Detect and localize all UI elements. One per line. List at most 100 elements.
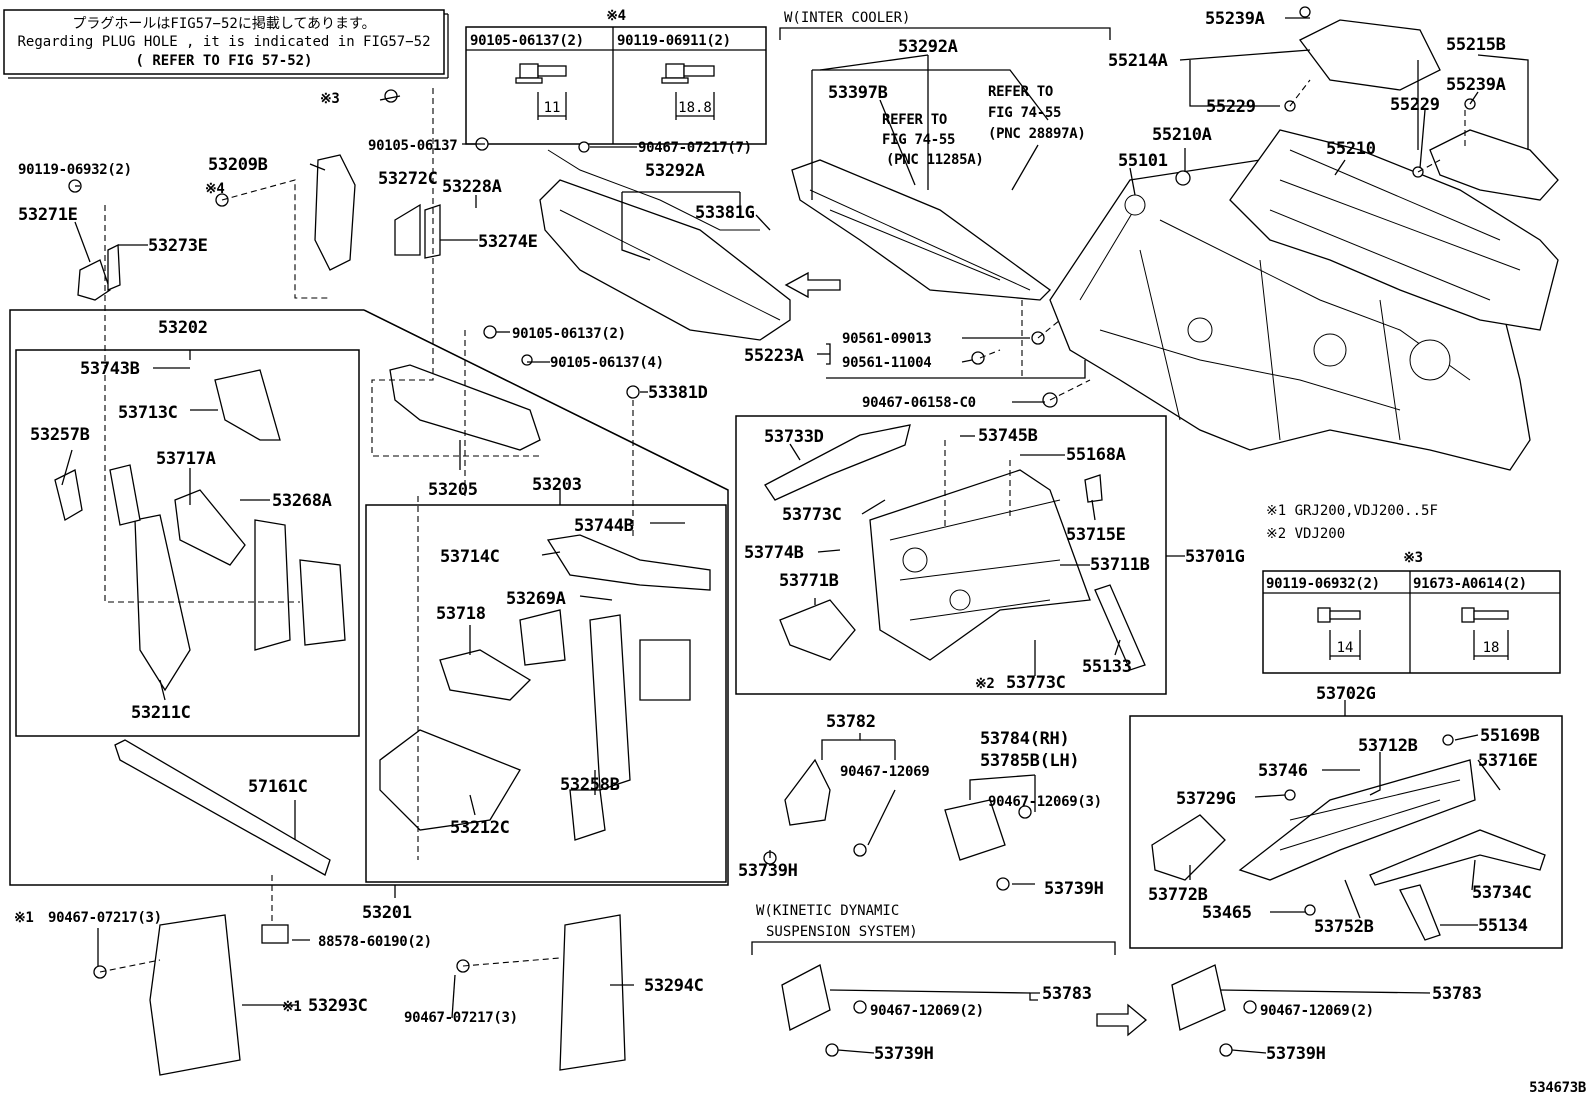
- part-label: 53718: [436, 604, 486, 624]
- part-label: 53202: [158, 318, 208, 338]
- refer-a-2: FIG 74-55: [882, 132, 955, 148]
- part-label: 53711B: [1090, 555, 1150, 575]
- part-label: 90561-11004: [842, 355, 931, 371]
- shield-53783-a: [781, 964, 831, 1031]
- part-label: 53715E: [1066, 525, 1126, 545]
- part-label: 53292A: [898, 37, 958, 57]
- note-marks: ※3 ※4 ※1 ※1 ※2: [14, 91, 995, 1015]
- part-label: 53211C: [131, 703, 191, 723]
- panel-55214A: [1299, 19, 1441, 91]
- bracket-53771B: [779, 599, 856, 661]
- part-label: 53201: [362, 903, 412, 923]
- part-label: 90105-06137: [368, 138, 457, 154]
- part-label: 90467-12069(2): [1260, 1003, 1374, 1019]
- part-label: 53397B: [828, 83, 888, 103]
- refer-b-2: FIG 74-55: [988, 105, 1061, 121]
- bracket-53273E: [107, 243, 121, 291]
- part-label: 55134: [1478, 916, 1528, 936]
- part-label: 53739H: [1044, 879, 1104, 899]
- part-label: 53743B: [80, 359, 140, 379]
- part-label: 53712B: [1358, 736, 1418, 756]
- assembly-frames: [9, 27, 1563, 955]
- rail-53734C: [1369, 829, 1546, 886]
- shield-53785B: [944, 799, 1006, 861]
- section-intercooler: W(INTER COOLER): [784, 10, 910, 26]
- part-label: 55210A: [1152, 125, 1212, 145]
- direction-arrow-icon: [784, 271, 841, 299]
- part-label: 90467-07217(3): [404, 1010, 518, 1026]
- rail-53733D: [764, 424, 911, 501]
- part-label: 53228A: [442, 177, 502, 197]
- part-label: 53784(RH): [980, 729, 1069, 749]
- part-label: 53465: [1202, 903, 1252, 923]
- footnote-1: ※1 GRJ200,VDJ200..5F: [1266, 503, 1438, 519]
- refer-a-3: (PNC 11285A): [886, 152, 984, 168]
- box3-left-part: 90119-06932(2): [1266, 576, 1380, 592]
- box3-mark: ※3: [1403, 550, 1423, 566]
- fastener-box-4: ※4 90105-06137(2) 90119-06911(2) 11 18.8: [465, 8, 767, 145]
- guide-lines: [99, 79, 1466, 973]
- part-label: 53739H: [738, 861, 798, 881]
- bracket-53772B: [1151, 814, 1226, 881]
- fastener-box-3: ※3 90119-06932(2) 91673-A0614(2) 14 18: [1262, 550, 1561, 674]
- mark-3: ※3: [320, 91, 340, 107]
- part-label: 53713C: [118, 403, 178, 423]
- part-label: 53729G: [1176, 789, 1236, 809]
- box3-dim-left: 14: [1337, 640, 1354, 656]
- mark-4: ※4: [205, 181, 225, 197]
- apron-53713C: [214, 369, 281, 441]
- box3-dim-right: 18: [1483, 640, 1500, 656]
- bolt-icon: 18: [1461, 607, 1509, 660]
- panel-53258B: [589, 614, 631, 791]
- shield-53293C: [149, 914, 241, 1076]
- part-label: 53739H: [1266, 1044, 1326, 1064]
- part-label: 53257B: [30, 425, 90, 445]
- part-label: 55229: [1390, 95, 1440, 115]
- part-label: 53782: [826, 712, 876, 732]
- part-label: 90467-12069: [840, 764, 929, 780]
- part-label: 53294C: [644, 976, 704, 996]
- part-shapes: [54, 6, 1559, 1076]
- figure-id: 534673B: [1529, 1080, 1586, 1096]
- footnote-2: ※2 VDJ200: [1266, 526, 1345, 542]
- hood-seal-53381G: [539, 179, 791, 341]
- leader-lines: [61, 17, 1529, 1054]
- apron-53718: [439, 649, 532, 701]
- part-label: 90105-06137(2): [512, 326, 626, 342]
- part-label: 90467-12069(3): [988, 794, 1102, 810]
- part-label: 53783: [1042, 984, 1092, 1004]
- part-label: 53258B: [560, 775, 620, 795]
- box3-right-part: 91673-A0614(2): [1413, 576, 1527, 592]
- mark-2: ※2: [975, 676, 995, 692]
- part-label: 53774B: [744, 543, 804, 563]
- section-kinetic-1: W(KINETIC DYNAMIC: [756, 903, 899, 919]
- part-label: 55239A: [1205, 9, 1265, 29]
- part-label: 55169B: [1480, 726, 1540, 746]
- part-label: 90105-06137(4): [550, 355, 664, 371]
- seal-53292A: [791, 159, 1051, 301]
- refer-b-1: REFER TO: [988, 84, 1053, 100]
- part-label: 53293C: [308, 996, 368, 1016]
- part-labels: 53292A 53397B 53292A 53381G 90467-07217(…: [18, 9, 1540, 1064]
- part-label: 55210: [1326, 139, 1376, 159]
- bolt-icon: 18.8: [661, 63, 715, 120]
- part-label: 55101: [1118, 151, 1168, 171]
- member-53212C: [379, 729, 521, 831]
- part-label: 53714C: [440, 547, 500, 567]
- bolt-icon: 14: [1317, 607, 1361, 660]
- box4-left-part: 90105-06137(2): [470, 33, 584, 49]
- notice-ref: ( REFER TO FIG 57-52): [135, 53, 312, 69]
- part-label: 53205: [428, 480, 478, 500]
- part-label: 53745B: [978, 426, 1038, 446]
- part-label: 53733D: [764, 427, 824, 447]
- bracket-53257B: [54, 469, 83, 522]
- shield-53783-b: [1171, 964, 1226, 1031]
- part-label: 53752B: [1314, 917, 1374, 937]
- notice-box: プラグホールはFIG57−52に掲載してあります。 Regarding PLUG…: [3, 9, 449, 79]
- refer-a-1: REFER TO: [882, 112, 947, 128]
- part-label: 55239A: [1446, 75, 1506, 95]
- shield-53294C: [559, 914, 626, 1071]
- bracket-55134: [1399, 884, 1441, 941]
- support-53205: [389, 364, 541, 451]
